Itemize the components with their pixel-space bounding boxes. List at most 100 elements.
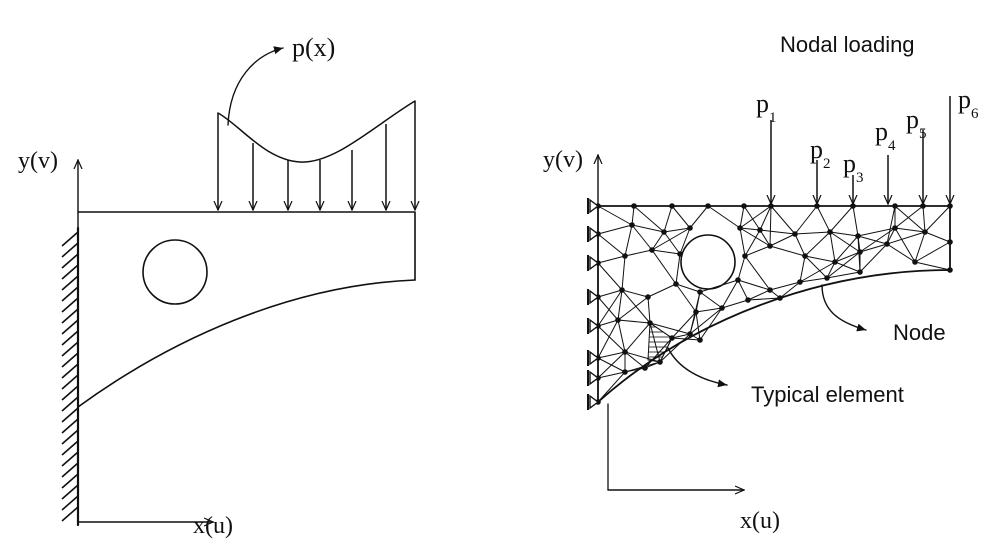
mesh-edge: [744, 255, 771, 291]
wall-hatch-line: [61, 242, 79, 258]
mesh-edge: [769, 281, 801, 291]
wall-hatch-line: [61, 385, 79, 401]
mesh-edge: [894, 205, 924, 229]
wall-hatch-line: [61, 451, 79, 467]
mesh-node: [757, 227, 763, 233]
mesh-edge: [739, 227, 761, 231]
wall-hatch-line: [61, 297, 79, 313]
mesh-edge: [617, 319, 626, 353]
wall-hatch-line: [61, 407, 79, 423]
beam-lower-curve: [77, 279, 416, 408]
mesh-edge: [663, 205, 673, 233]
left-y-axis-label: y(v): [18, 148, 58, 174]
mesh-node: [697, 337, 703, 343]
mesh-edge: [624, 322, 651, 353]
mesh-edge: [922, 205, 926, 233]
mesh-edge: [834, 235, 859, 263]
wall-hatch-line: [61, 231, 79, 247]
finite-element-mesh: [595, 203, 953, 405]
mesh-edge: [886, 227, 896, 245]
mesh-edge: [779, 281, 801, 299]
pin-support-triangle: [589, 289, 600, 305]
mesh-edge: [804, 255, 836, 263]
load-label-p1: p1: [756, 89, 777, 126]
mesh-edge: [631, 224, 665, 233]
mesh-outline-top: [597, 205, 951, 271]
typical-element: [647, 322, 673, 363]
mesh-edge: [794, 233, 806, 257]
mesh-edge: [663, 231, 681, 255]
mesh-node: [857, 269, 863, 275]
mesh-edge: [671, 333, 691, 339]
mesh-edge: [857, 227, 896, 237]
element-callout-arrow: [667, 347, 728, 388]
mesh-edge: [829, 205, 854, 233]
mesh-node: [615, 317, 621, 323]
mesh-node: [767, 243, 773, 249]
mesh-node: [645, 294, 651, 300]
mesh-edge: [739, 205, 745, 229]
mesh-edge: [721, 279, 739, 309]
mesh-edge: [699, 307, 723, 341]
wall-hatch-line: [61, 506, 79, 522]
mesh-node: [693, 309, 699, 315]
mesh-edge: [689, 307, 723, 335]
mesh-edge: [769, 245, 806, 257]
nodal-loading-title: Nodal loading: [780, 32, 915, 57]
beam-outline: [77, 211, 416, 281]
pin-support-triangle: [589, 394, 600, 410]
mesh-edge: [621, 255, 626, 291]
mesh-edge: [859, 243, 888, 273]
wall-hatch-line: [61, 440, 79, 456]
mesh-edge: [695, 307, 723, 313]
mesh-edge: [759, 229, 771, 247]
mesh-edge: [699, 291, 723, 309]
mesh-edge: [804, 255, 828, 279]
wall-hatch-line: [61, 484, 79, 500]
mesh-edge: [804, 231, 831, 257]
mesh-edge: [743, 205, 761, 231]
wall-hatch-line: [61, 352, 79, 368]
right-x-axis-label: x(u): [740, 508, 780, 534]
mesh-edge: [707, 205, 741, 229]
mesh-edge: [894, 205, 926, 233]
right-y-axis-label: y(v): [543, 147, 583, 173]
wall-hatch-line: [61, 396, 79, 412]
mesh-edge: [597, 325, 626, 353]
pin-support-triangle: [589, 370, 600, 386]
load-profile: [217, 100, 416, 163]
mesh-edge: [794, 231, 831, 235]
mesh-edge: [671, 205, 691, 229]
mesh-edge: [597, 296, 619, 321]
node-callout-arrow: [821, 284, 867, 332]
mesh-edge: [597, 289, 623, 298]
mesh-edge: [739, 205, 772, 229]
mesh-edge: [759, 205, 772, 231]
mesh-edge: [689, 311, 697, 335]
load-label-p2: p2: [810, 135, 831, 172]
mesh-edge: [631, 224, 653, 251]
mesh-edge: [799, 261, 836, 283]
wall-hatch-line: [61, 363, 79, 379]
mesh-edge: [597, 255, 626, 264]
mesh-node: [622, 253, 628, 259]
mesh-edge: [624, 224, 633, 257]
mesh-edge: [799, 255, 806, 283]
load-label-p4: p4: [875, 117, 896, 154]
pin-support-triangle: [589, 318, 600, 334]
mesh-edge: [886, 205, 896, 245]
mesh-node: [767, 287, 773, 293]
mesh-node: [827, 229, 833, 235]
load-label: p(x): [292, 33, 335, 62]
mesh-edge: [859, 227, 896, 253]
mesh-edge: [597, 262, 623, 291]
wall-hatch-line: [61, 374, 79, 390]
mesh-edge: [651, 249, 681, 255]
pin-support-triangle: [589, 350, 600, 366]
wall-hatch-line: [61, 286, 79, 302]
mesh-edge: [597, 224, 633, 235]
mesh-edge: [631, 205, 635, 226]
mesh-edge: [647, 296, 651, 324]
mesh-node: [737, 225, 743, 231]
mesh-node: [661, 229, 667, 235]
